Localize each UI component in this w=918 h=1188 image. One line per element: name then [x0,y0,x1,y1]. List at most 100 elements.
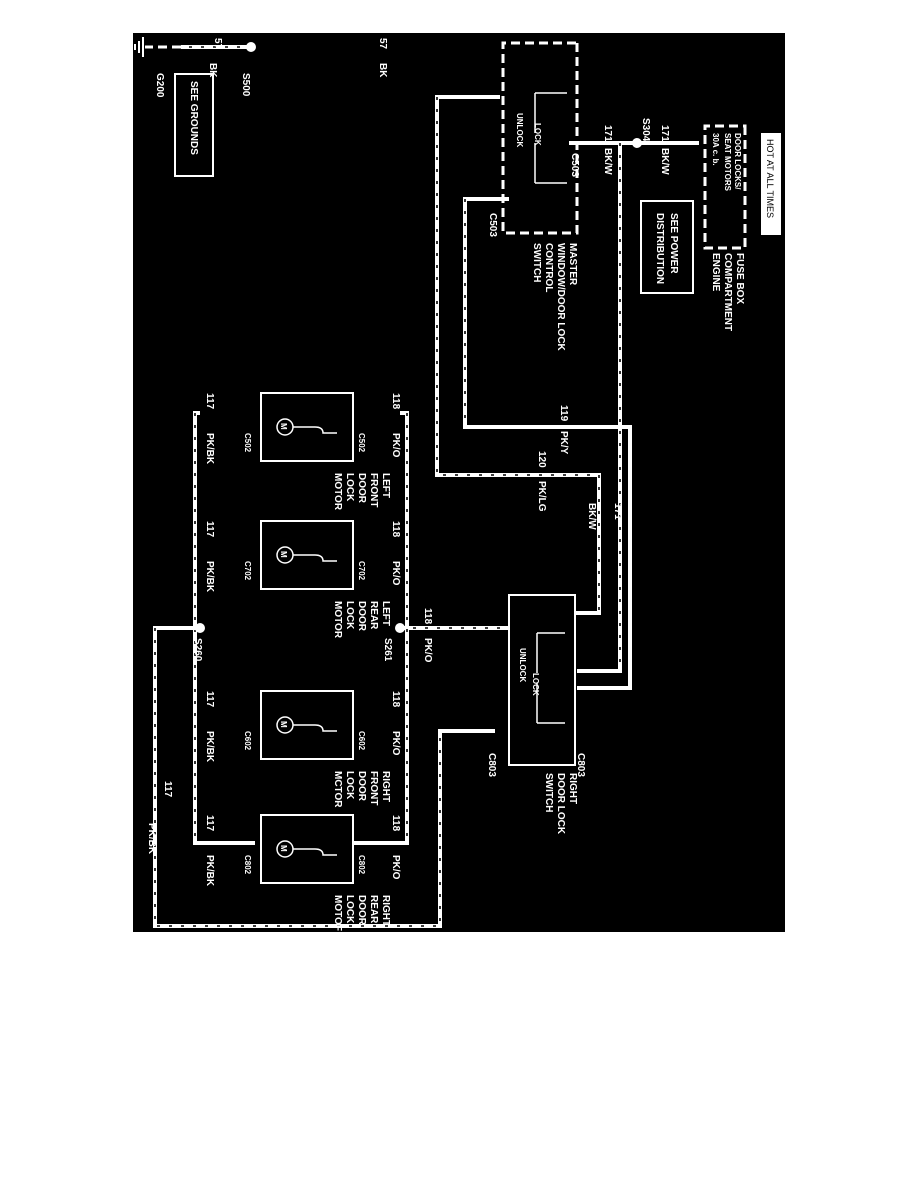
master-lock: LOCK [533,123,542,146]
ground-wire-circuit: 57 [377,38,388,50]
motor-box-right-rear [260,814,354,884]
motor-lf-name-5: MOTOR [332,473,343,511]
motor-rf-symbol: M [279,721,288,728]
fuse-box-title-1: ENGINE [710,253,721,292]
right-switch-title-3: SWITCH [543,773,554,812]
see-power-box [640,200,694,294]
diagram-background [133,33,785,932]
feed-circuit-b: 171 [659,125,670,142]
right-switch-lock: LOCK [531,673,540,696]
motor-rf-name-3: DOOR [356,771,367,802]
fuse-box-title-3: FUSE BOX [734,253,745,304]
motor-rf-118: 118 [390,691,401,708]
motor-lr-name-2: REAR [368,601,379,630]
motor-lf-118-color: PK/O [390,433,401,458]
wire-119-circuit: 119 [558,405,569,422]
motor-rf-117: 117 [204,691,215,708]
right-switch-unlock: UNLOCK [518,648,527,682]
master-title-2: WINDOW/DOOR LOCK [555,243,566,352]
motor-lr-name-1: LEFT [380,601,391,626]
motor-box-left-rear [260,520,354,590]
right-switch-connector-b: C803 [575,753,586,777]
motor-lr-symbol: M [279,551,288,558]
motor-lf-118: 118 [390,393,401,410]
banner-label: HOT AT ALL TIMES [765,139,775,218]
feed-color-a: BK/W [602,148,613,175]
motor-rr-name-4: LOCK [344,895,355,924]
motor-rf-name-5: MCTOR [332,771,343,808]
motor-rf-connector-top: C602 [357,731,366,751]
motor-lf-connector-top: C502 [357,433,366,453]
return-117-circuit: 117 [162,781,173,798]
see-power-line1: SEE POWER [668,213,679,274]
motor-lf-name-1: LEFT [380,473,391,498]
motor-rr-118: 118 [390,815,401,832]
motor-box-right-front [260,690,354,760]
motor-rr-name-2: REAR [368,895,379,924]
motor-rf-117-color: PK/BK [204,731,215,763]
motor-lr-117-color: PK/BK [204,561,215,593]
motor-lr-connector-top: C702 [357,561,366,581]
right-switch-connector-a: C803 [486,753,497,777]
wire-118-color: PK/O [422,638,433,663]
motor-lr-connector-bottom: C702 [243,561,252,581]
wire-171-color: BK/W [586,503,597,530]
see-grounds-box [174,73,214,177]
splice-s500-dot [246,42,256,52]
wire-117-return [153,626,495,928]
wire-118-circuit: 118 [422,608,433,625]
splice-s261-dot [395,623,405,633]
ground-id: G200 [154,73,165,98]
ground-color: BK [207,63,218,78]
wire-120-color: PK/LG [536,481,547,512]
motor-rr-name-1: RIGHT [380,895,391,926]
master-connector-a: C503 [487,213,498,237]
motor-symbol-icon [276,418,337,858]
splice-s304-dot [632,138,642,148]
splice-s260-label: S260 [192,638,203,662]
ground-wire-color: BK [377,63,388,78]
feed-circuit-a: 171 [602,125,613,142]
wire-118-bus [353,411,409,845]
motor-rr-symbol: M [279,845,288,852]
wire-171-circuit: 171 [612,503,623,520]
motor-rf-name-2: FRONT [368,771,379,805]
motor-lf-symbol: M [279,423,288,430]
fuse-label-3: 30A c. b. [711,133,720,166]
motor-lf-117-color: PK/BK [204,433,215,465]
motor-rf-connector-bottom: C602 [243,731,252,751]
right-switch-outline [508,594,576,766]
master-title-1: MASTER [567,243,578,286]
fuse-box-outline [703,124,747,250]
master-unlock: UNLOCK [515,113,524,147]
feed-color-b: BK/W [659,148,670,175]
motor-rr-117-color: PK/BK [204,855,215,887]
motor-rr-name-3: DOOR [356,895,367,926]
wire-119-color: PK/Y [558,431,569,455]
motor-lr-name-3: DOOR [356,601,367,632]
splice-s261-label: S261 [382,638,393,662]
splice-s304-label: S304 [640,118,651,142]
motor-rr-connector-top: C802 [357,855,366,875]
motor-rr-118-color: PK/O [390,855,401,880]
master-title-4: SWITCH [531,243,542,282]
motor-lf-name-3: DOOR [356,473,367,504]
motor-rr-name-5: MOTOF [332,895,343,931]
wire-119-pky [463,197,610,429]
switch-contact-icon [534,92,567,724]
banner-box [761,133,781,235]
motor-box-left-front [260,392,354,462]
motor-rr-connector-bottom: C802 [243,855,252,875]
motor-lr-name-5: MOTOR [332,601,343,639]
motor-lr-117: 117 [204,521,215,538]
ground-symbol-icon [134,37,181,57]
motor-lr-118-color: PK/O [390,561,401,586]
fuse-label-1: DOOR LOCKS/ [733,133,742,190]
motor-rf-118-color: PK/O [390,731,401,756]
motor-lr-name-4: LOCK [344,601,355,630]
wire-120-circuit: 120 [536,451,547,468]
right-switch-title-2: DOOR LOCK [555,773,566,835]
motor-lf-name-2: FRONT [368,473,379,507]
motor-lf-117: 117 [204,393,215,410]
